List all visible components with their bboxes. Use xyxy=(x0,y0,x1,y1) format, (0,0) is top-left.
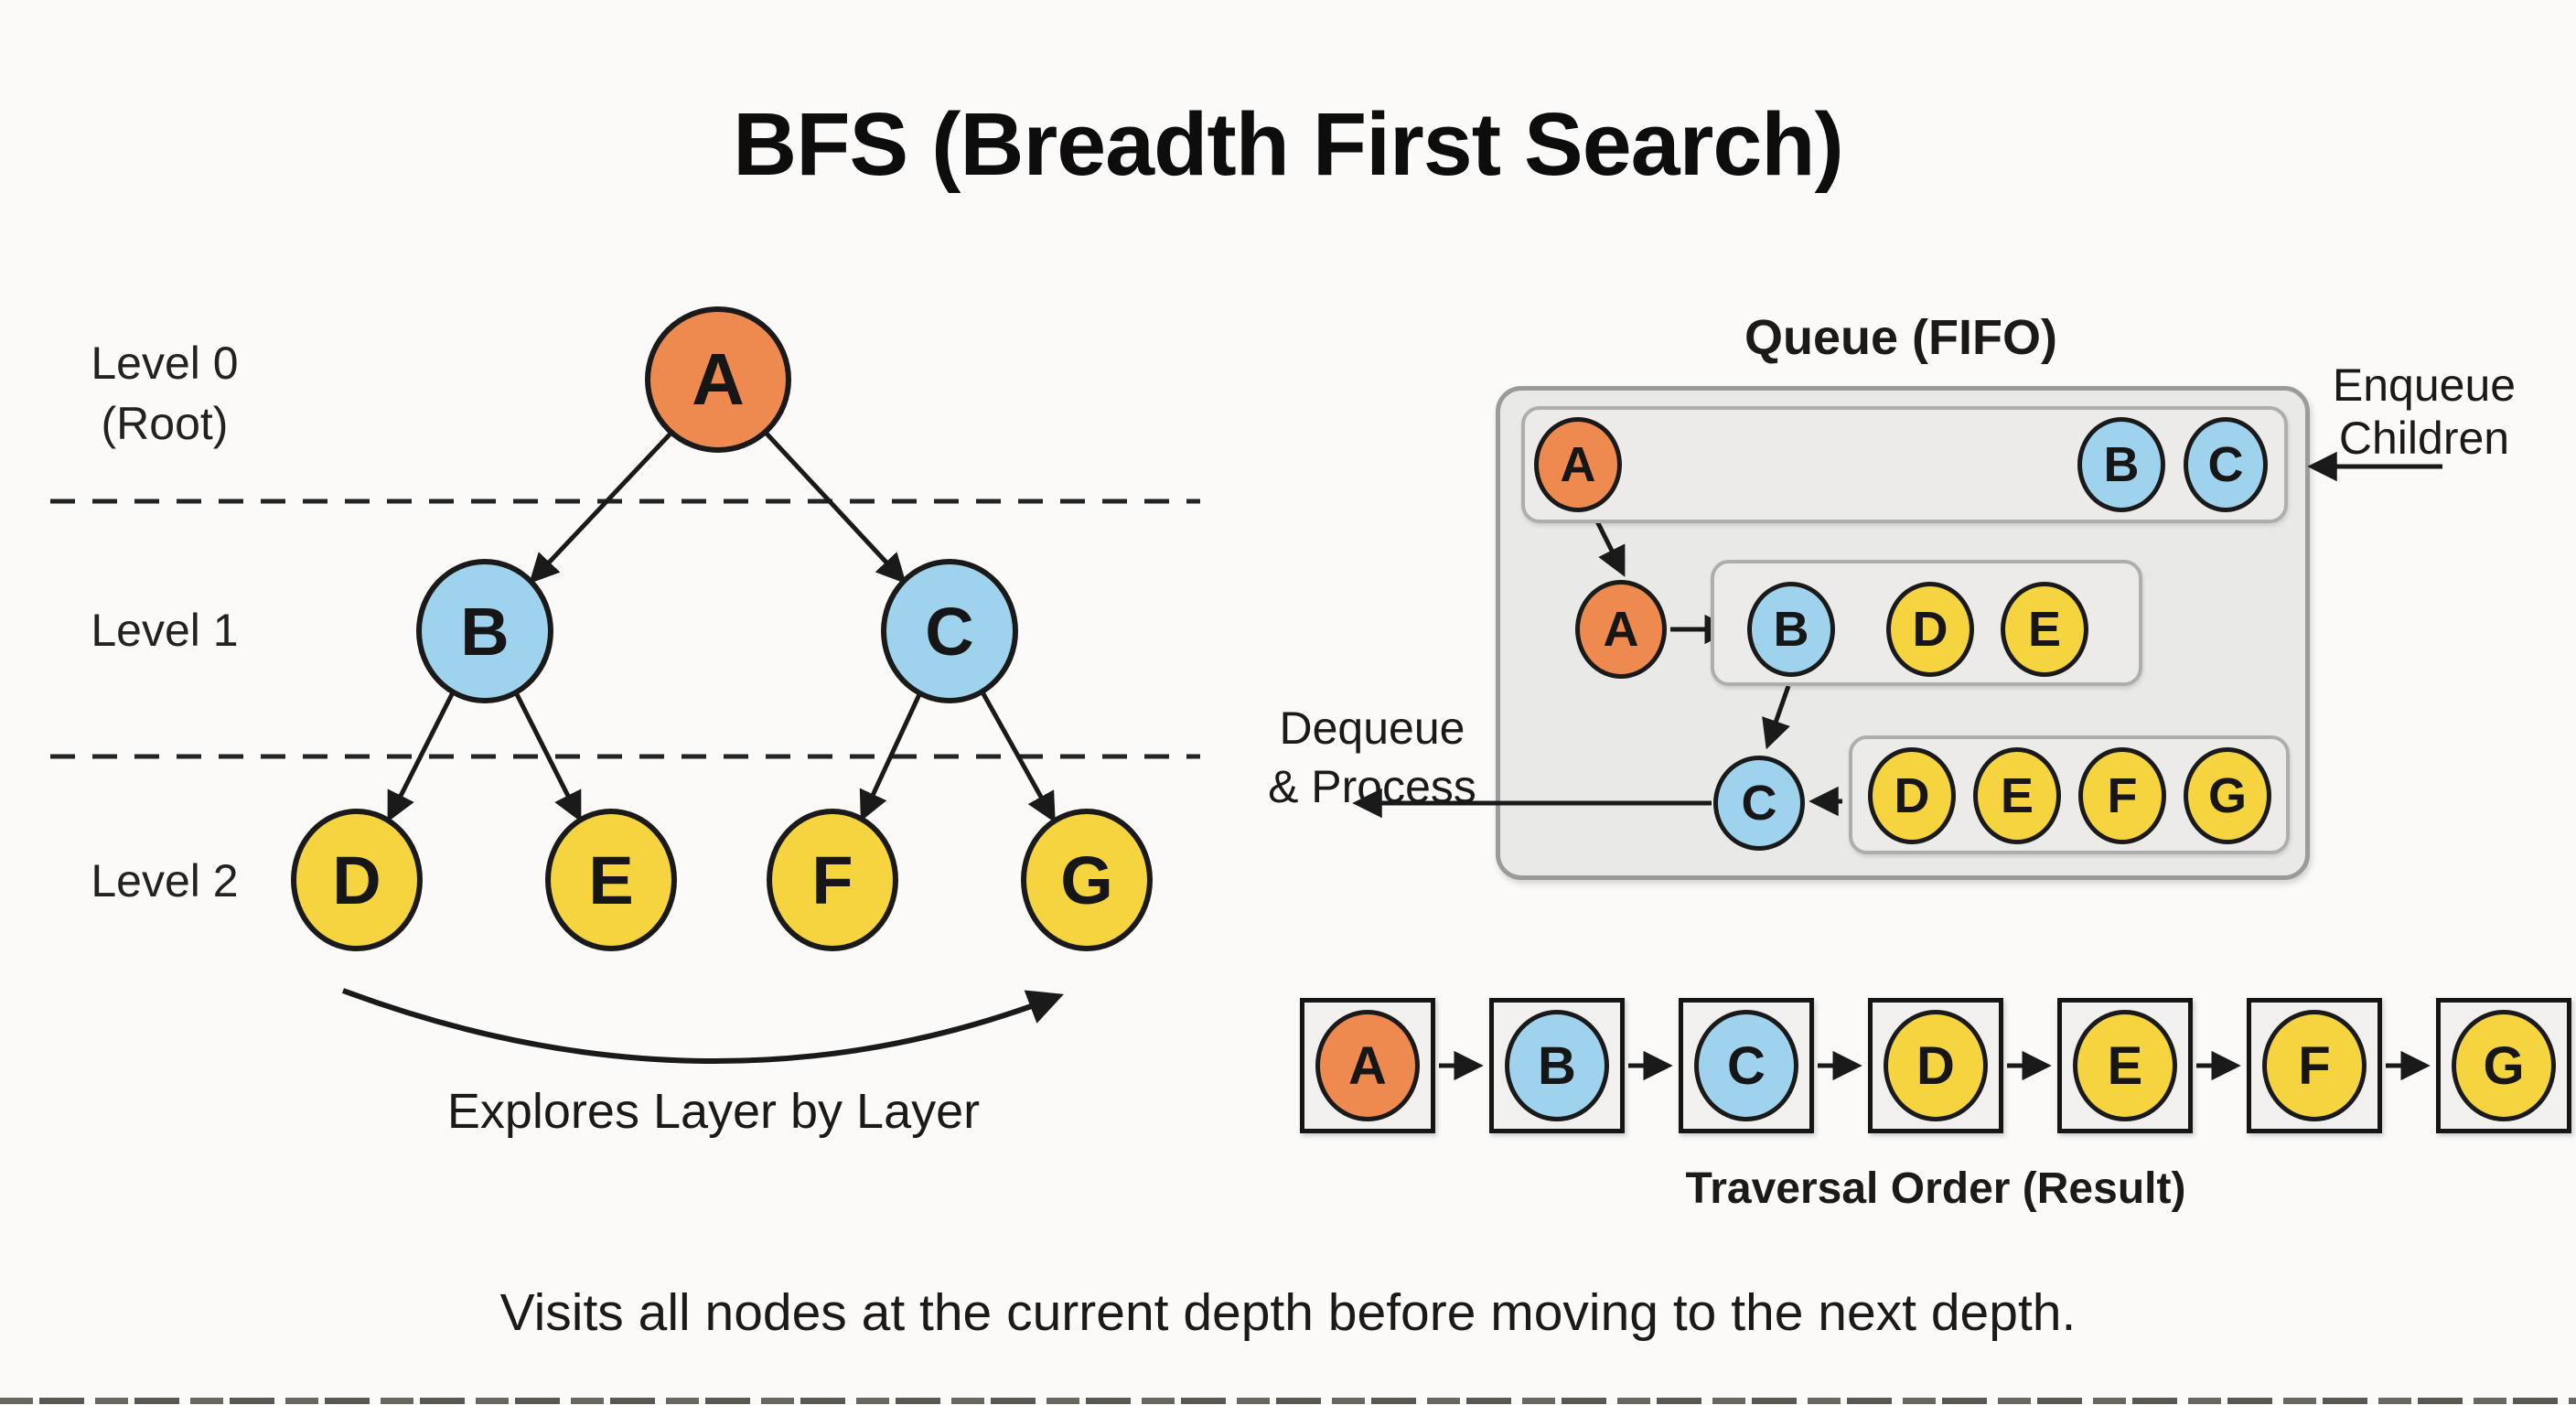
queue-row3-node-g: G xyxy=(2184,747,2271,844)
traversal-node-c: C xyxy=(1694,1010,1798,1121)
level-0-label-line1: Level 0 xyxy=(91,338,239,389)
tree-node-d: D xyxy=(291,809,423,951)
traversal-square-f: F xyxy=(2247,998,2382,1133)
tree-node-b: B xyxy=(416,559,553,703)
level-0-label-line2: (Root) xyxy=(101,398,229,449)
level-0-label: Level 0 (Root) xyxy=(50,333,279,454)
tree-node-f: F xyxy=(767,809,898,951)
queue-row-1-box xyxy=(1521,406,2288,523)
traversal-square-d: D xyxy=(1868,998,2003,1133)
dequeue-label-line2: & Process xyxy=(1268,761,1476,812)
queue-row2-node-d: D xyxy=(1886,582,1974,677)
traversal-square-g: G xyxy=(2436,998,2571,1133)
queue-row2-node-b: B xyxy=(1747,582,1835,677)
traversal-node-d: D xyxy=(1884,1010,1988,1121)
traversal-square-e: E xyxy=(2057,998,2193,1133)
queue-row3-node-c: C xyxy=(1713,756,1805,851)
queue-row2-node-a: A xyxy=(1575,580,1667,679)
traversal-node-a: A xyxy=(1315,1010,1420,1121)
traversal-order-label: Traversal Order (Result) xyxy=(1685,1164,2186,1213)
traversal-square-c: C xyxy=(1679,998,1814,1133)
layer-sweep-arrow xyxy=(341,988,1064,1065)
enqueue-label-line2: Children xyxy=(2338,413,2510,464)
queue-row1-node-a: A xyxy=(1534,417,1622,512)
tree-node-a: A xyxy=(645,306,791,453)
level-1-label: Level 1 xyxy=(91,605,239,656)
queue-row3-node-d: D xyxy=(1868,747,1956,844)
traversal-node-e: E xyxy=(2073,1010,2177,1121)
level-2-label: Level 2 xyxy=(91,855,239,906)
queue-row3-node-e: E xyxy=(1973,747,2061,844)
traversal-node-b: B xyxy=(1505,1010,1609,1121)
traversal-square-b: B xyxy=(1489,998,1625,1133)
queue-row1-node-b: B xyxy=(2077,417,2165,512)
queue-row1-node-c: C xyxy=(2184,417,2268,512)
dequeue-label: Dequeue & Process xyxy=(1226,699,1519,816)
explores-caption: Explores Layer by Layer xyxy=(446,1084,981,1139)
tree-node-g: G xyxy=(1021,809,1153,951)
page-title: BFS (Breadth First Search) xyxy=(733,94,1844,194)
footer-caption: Visits all nodes at the current depth be… xyxy=(499,1283,2077,1342)
dequeue-label-line1: Dequeue xyxy=(1279,702,1465,754)
tree-node-e: E xyxy=(545,809,677,951)
queue-row3-node-f: F xyxy=(2078,747,2166,844)
enqueue-label: Enqueue Children xyxy=(2287,359,2561,465)
traversal-node-f: F xyxy=(2262,1010,2367,1121)
queue-row2-node-e: E xyxy=(2001,582,2088,677)
traversal-square-a: A xyxy=(1300,998,1435,1133)
bottom-noise-strip xyxy=(0,1398,2576,1404)
enqueue-label-line1: Enqueue xyxy=(2332,359,2517,411)
tree-node-c: C xyxy=(881,559,1018,703)
traversal-node-g: G xyxy=(2452,1010,2556,1121)
queue-title: Queue (FIFO) xyxy=(1744,310,2057,365)
